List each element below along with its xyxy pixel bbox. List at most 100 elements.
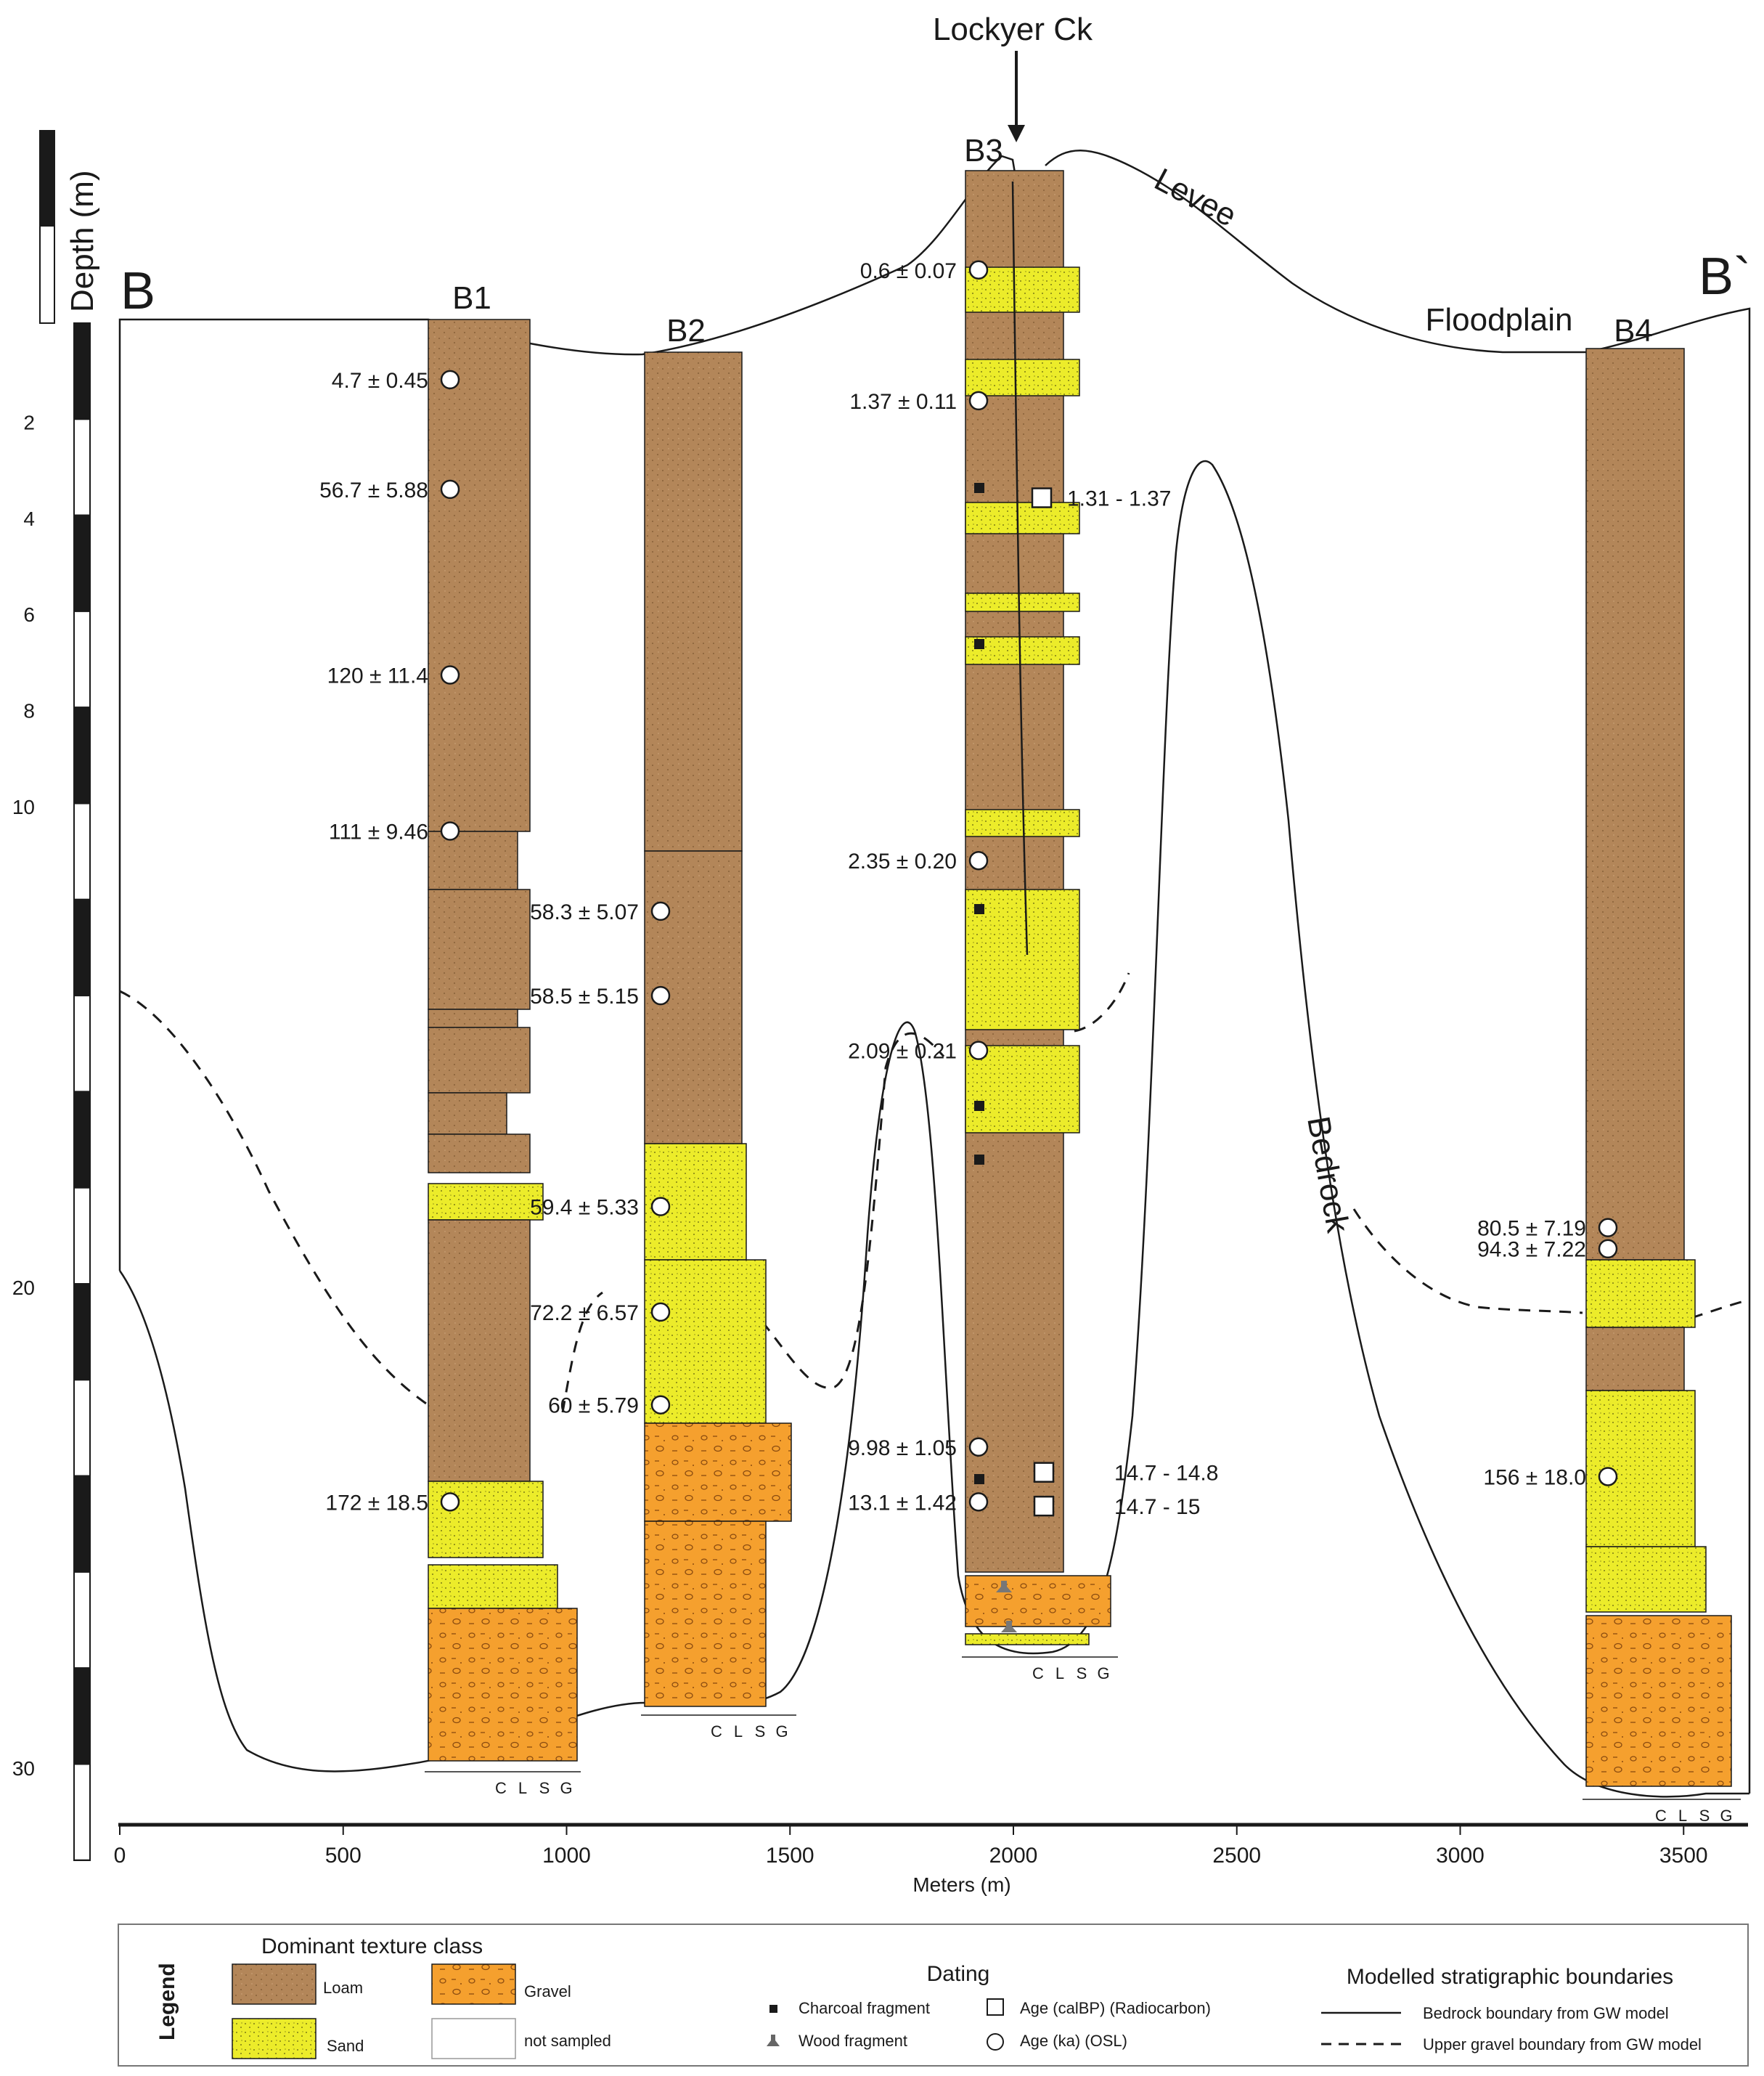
- depth-tick-label: 20: [12, 1277, 35, 1299]
- osl-age-label: 58.5 ± 5.15: [530, 985, 639, 1009]
- osl-age-label: 80.5 ± 7.19: [1477, 1217, 1586, 1241]
- osl-age-label: 111 ± 9.46: [329, 821, 428, 844]
- texture-scale-label: C: [1032, 1664, 1044, 1682]
- depth-ruler-segment: [73, 322, 91, 420]
- osl-age-label: 56.7 ± 5.88: [319, 479, 428, 502]
- legend-gravel-label: Gravel: [524, 1982, 571, 2000]
- osl-icon: [968, 391, 989, 411]
- texture-scale-label: C: [1655, 1807, 1667, 1825]
- osl-icon: [440, 821, 460, 841]
- wood-icon: [767, 2035, 780, 2046]
- legend-gravel-swatch: [431, 1963, 516, 2005]
- osl-age-label: 120 ± 11.4: [327, 664, 428, 688]
- depth-ruler-segment: [73, 707, 91, 805]
- legend-loam-label: Loam: [323, 1979, 363, 1997]
- layer-sand: [965, 593, 1080, 612]
- layer-sand: [965, 889, 1080, 1030]
- osl-icon: [968, 1437, 989, 1457]
- layer-loam: [428, 1092, 507, 1135]
- layer-gravel: [965, 1575, 1111, 1627]
- osl-icon: [968, 1041, 989, 1060]
- layer-loam: [428, 1027, 531, 1094]
- x-tick-label: 2500: [1212, 1844, 1261, 1868]
- radiocarbon-age-label: 14.7 - 14.8: [1114, 1462, 1218, 1486]
- depth-tick-label: 30: [12, 1757, 35, 1780]
- layer-gravel: [1585, 1615, 1732, 1787]
- legend-not-sampled-swatch: [431, 2018, 516, 2059]
- legend-wood-label: Wood fragment: [799, 2032, 907, 2050]
- borehole-label: B2: [666, 313, 706, 349]
- x-tick-label: 3500: [1659, 1844, 1708, 1868]
- osl-icon: [1598, 1218, 1618, 1237]
- osl-icon: [650, 1395, 671, 1414]
- depth-tick-label: 6: [23, 603, 35, 626]
- osl-icon: [440, 665, 460, 685]
- depth-ruler-segment: [73, 1667, 91, 1765]
- osl-icon: [440, 479, 460, 500]
- x-tick-label: 1000: [542, 1844, 591, 1868]
- layer-loam: [1585, 1327, 1685, 1391]
- osl-icon: [968, 260, 989, 280]
- section-end-label: B`: [1699, 248, 1751, 306]
- legend-title: Legend: [155, 1963, 179, 2040]
- depth-tick-label: 2: [23, 411, 35, 433]
- osl-icon: [1598, 1467, 1618, 1486]
- depth-ruler-segment: [73, 1571, 91, 1669]
- osl-icon: [650, 985, 671, 1006]
- layer-sand: [965, 636, 1080, 665]
- texture-scale-label: G: [1720, 1807, 1732, 1825]
- osl-icon: [650, 1302, 671, 1322]
- depth-scale-bar: Depth (m): [39, 130, 100, 324]
- depth-label: Depth (m): [65, 170, 100, 312]
- layer-loam: [644, 351, 743, 852]
- layer-gravel: [644, 1521, 767, 1707]
- bedrock-label: Bedrock: [1300, 1114, 1355, 1236]
- legend-dating-title: Dating: [927, 1962, 990, 1986]
- osl-icon: [968, 850, 989, 871]
- layer-loam: [428, 889, 531, 1010]
- osl-age-label: 94.3 ± 7.22: [1477, 1238, 1586, 1262]
- charcoal-icon: [769, 2005, 777, 2013]
- texture-scale-label: S: [755, 1722, 766, 1741]
- texture-scale-label: C: [711, 1722, 722, 1741]
- depth-ruler-segment: [73, 898, 91, 997]
- x-tick-label: 3000: [1436, 1844, 1485, 1868]
- depth-ruler-segment: [73, 995, 91, 1093]
- osl-icon: [650, 901, 671, 921]
- radiocarbon-icon: [1033, 1462, 1055, 1483]
- layer-sand: [965, 266, 1080, 313]
- osl-age-label: 156 ± 18.0: [1483, 1465, 1586, 1489]
- legend-charcoal-label: Charcoal fragment: [799, 1999, 930, 2017]
- layer-sand: [428, 1564, 558, 1609]
- floodplain-label: Floodplain: [1425, 302, 1572, 338]
- charcoal-icon: [974, 1474, 984, 1484]
- texture-scale-label: C: [495, 1779, 507, 1797]
- layer-gravel: [644, 1422, 792, 1522]
- layer-gravel: [428, 1608, 578, 1762]
- texture-scale-label: G: [1097, 1664, 1109, 1682]
- osl-age-label: 2.35 ± 0.20: [848, 850, 957, 874]
- borehole-label: B4: [1614, 313, 1653, 349]
- layer-sand: [1585, 1390, 1696, 1547]
- osl-age-label: 1.37 ± 0.11: [849, 390, 957, 414]
- depth-ruler-segment: [73, 1283, 91, 1381]
- borehole-label: B3: [964, 133, 1003, 168]
- osl-age-label: 9.98 ± 1.05: [848, 1436, 957, 1460]
- texture-scale-label: L: [1055, 1664, 1064, 1682]
- x-tick-label: 2000: [989, 1844, 1038, 1868]
- layer-sand: [428, 1183, 544, 1221]
- osl-age-label: 60 ± 5.79: [548, 1394, 639, 1418]
- legend: Legend Dominant texture class Loam Grave…: [118, 1924, 1749, 2067]
- radiocarbon-age-label: 1.31 - 1.37: [1067, 487, 1171, 511]
- figure-title: Lockyer Ck: [933, 12, 1093, 47]
- depth-ruler-segment: [73, 610, 91, 709]
- texture-scale-label: G: [560, 1779, 572, 1797]
- section-start-label: B: [121, 262, 155, 320]
- depth-tick-label: 4: [23, 508, 35, 530]
- legend-gravel-line-label: Upper gravel boundary from GW model: [1423, 2035, 1702, 2053]
- levee-label: Levee: [1148, 161, 1242, 234]
- layer-loam: [428, 1133, 531, 1173]
